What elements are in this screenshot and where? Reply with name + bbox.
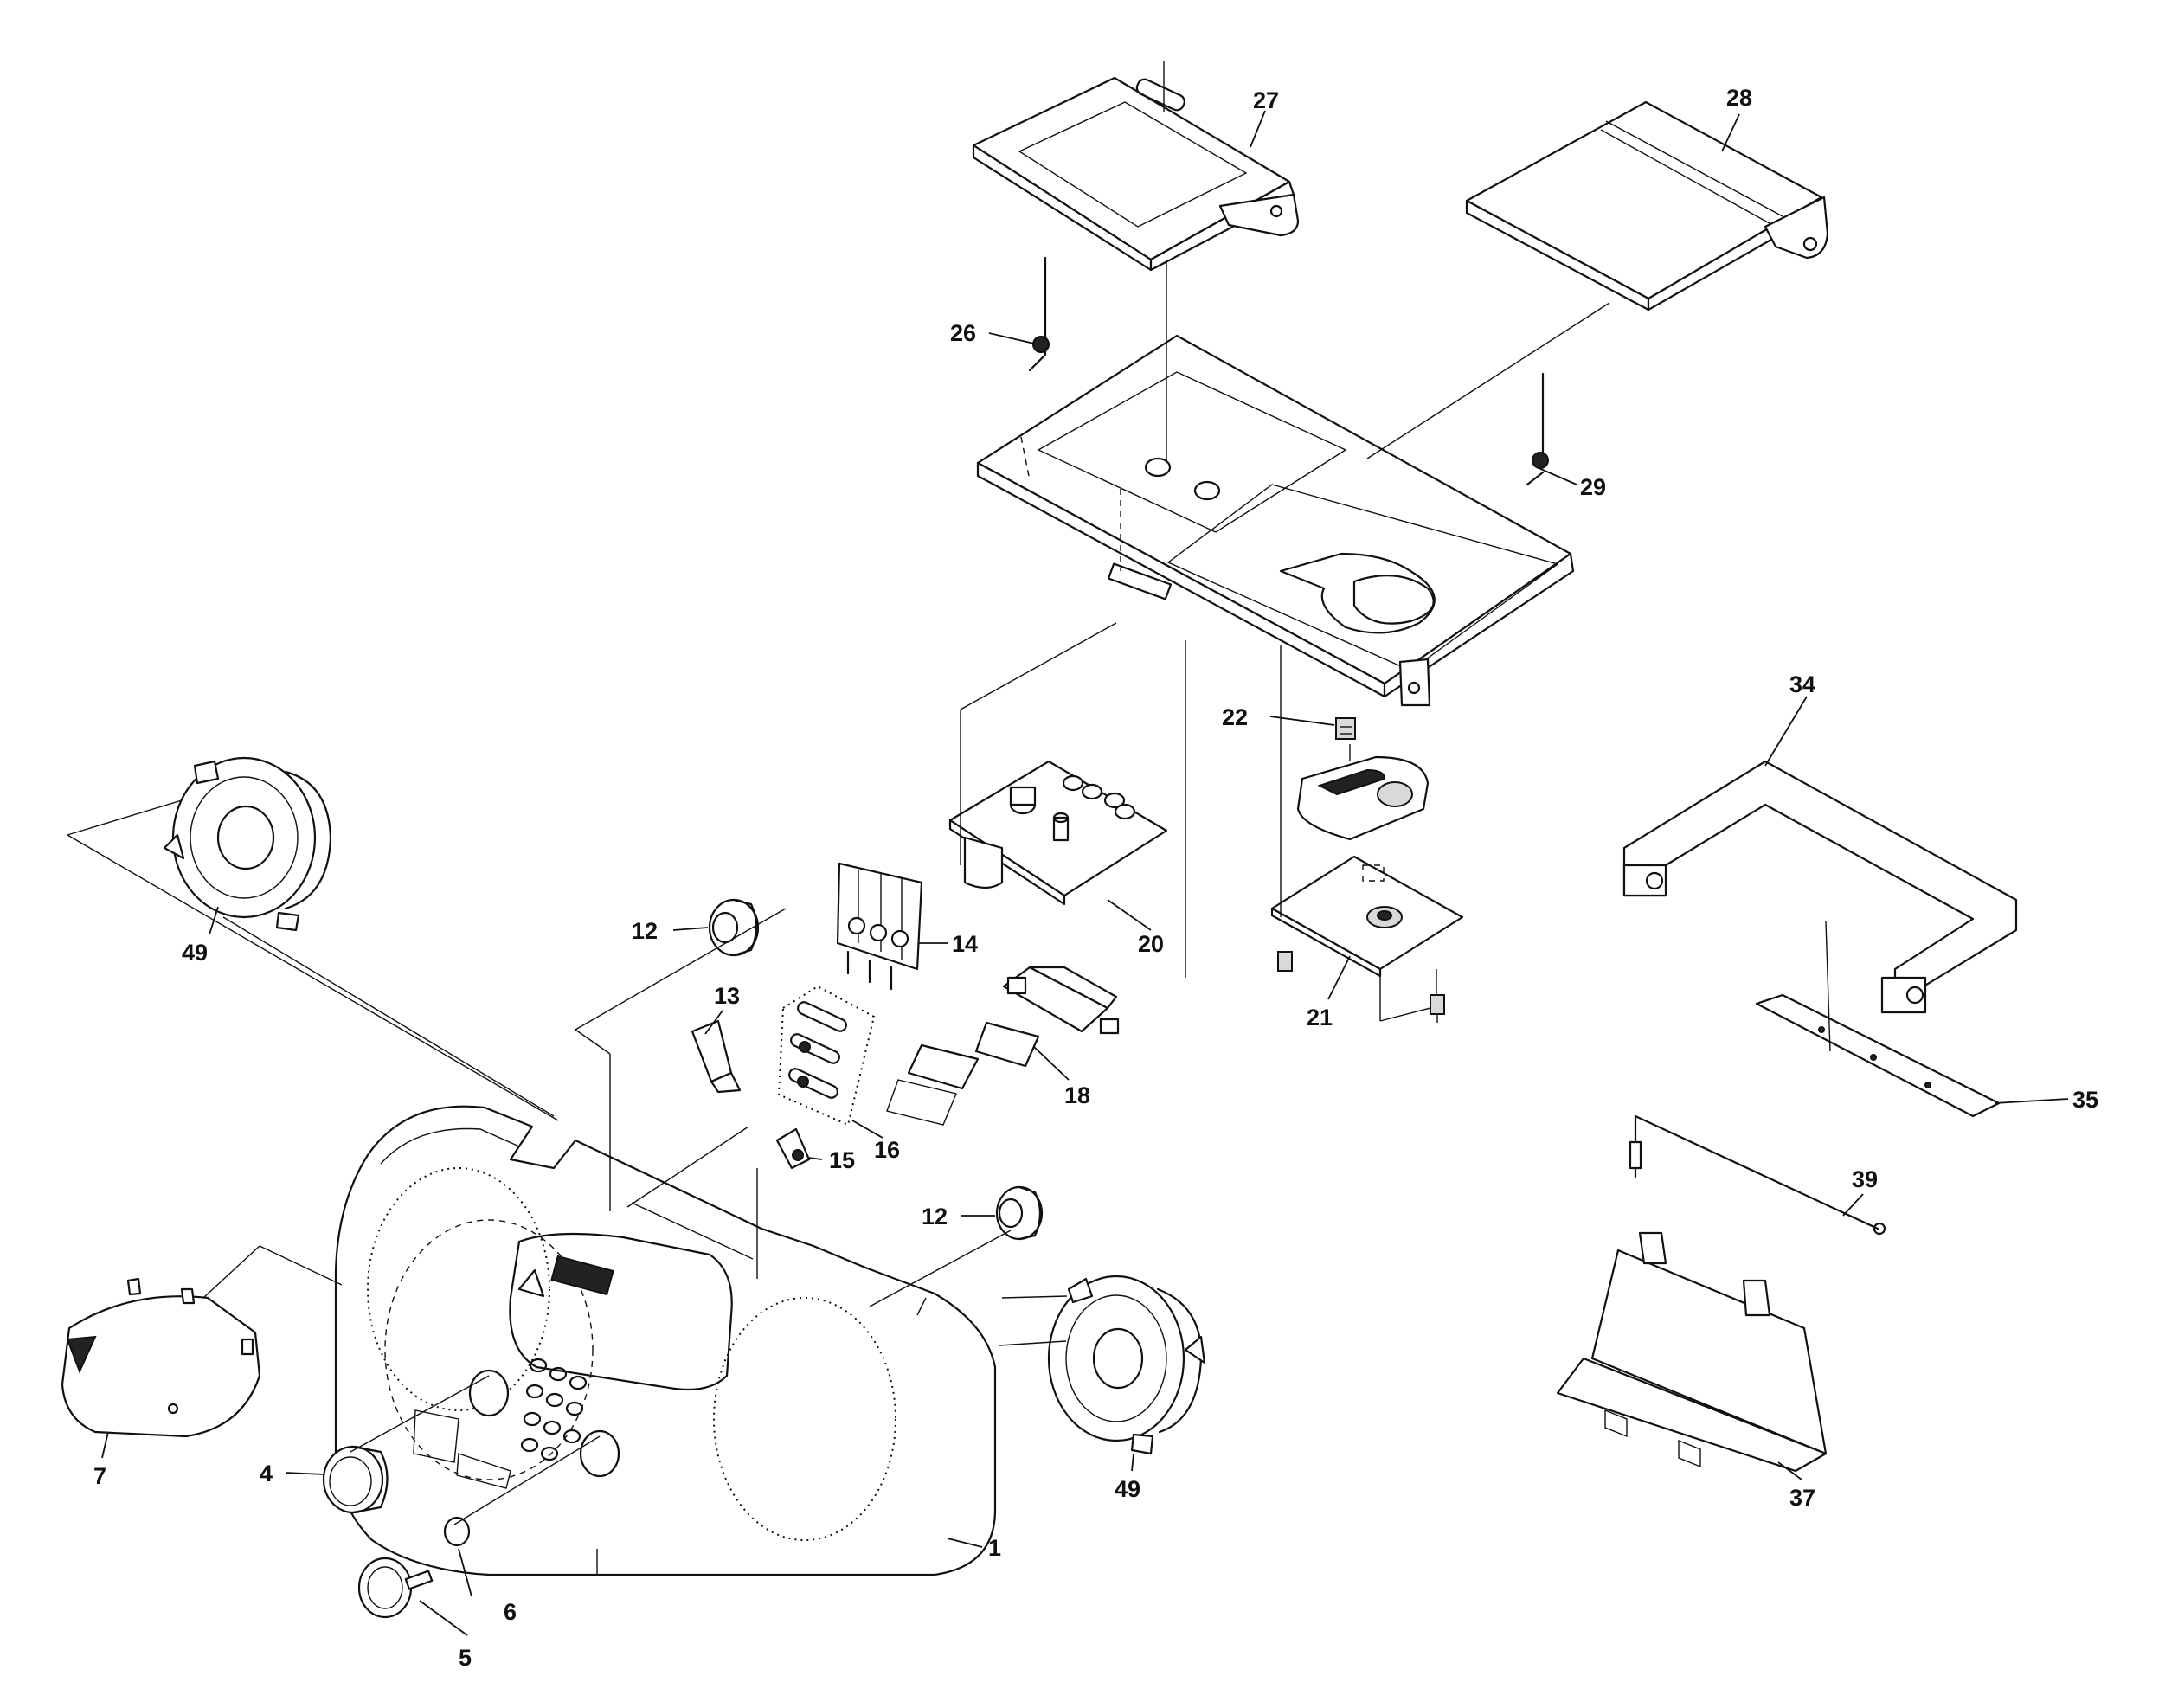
- callout-16: 16: [874, 1137, 900, 1163]
- leader-lines: [101, 110, 2069, 1636]
- part-7-grille: [61, 1277, 261, 1438]
- callout-5: 5: [459, 1645, 472, 1671]
- callout-20: 20: [1138, 931, 1164, 957]
- callout-15: 15: [829, 1147, 855, 1173]
- part-27-cassette-door: [972, 61, 1300, 272]
- part-21-pcb: [1270, 855, 1464, 1023]
- callout-22: 22: [1222, 704, 1248, 730]
- part-35-strip: [1755, 993, 2001, 1118]
- part-26-spring: [1028, 256, 1050, 372]
- part-12-knob-upper: [708, 898, 760, 957]
- motor-module: [1296, 755, 1430, 841]
- part-20-pcb: [948, 760, 1168, 906]
- callout-28: 28: [1726, 85, 1752, 111]
- part-28-cassette-door: [1465, 100, 1829, 311]
- button-grid: [520, 1358, 588, 1461]
- part-37-bracket: [1556, 1231, 1828, 1473]
- callout-29: 29: [1580, 474, 1606, 500]
- callout-14: 14: [952, 931, 978, 957]
- part-18-switch: [886, 966, 1120, 1126]
- part-34-handle: [1622, 760, 2018, 1014]
- callout-26: 26: [950, 320, 976, 346]
- callout-49-upper: 49: [182, 940, 208, 966]
- top-deck-housing: [976, 334, 1575, 707]
- part-4-knob: [322, 1445, 389, 1514]
- part-13-bracket: [691, 1019, 742, 1094]
- callout-1: 1: [988, 1535, 1001, 1561]
- part-49-speaker-upper: [163, 756, 332, 932]
- part-6-cap: [443, 1516, 471, 1547]
- callout-37: 37: [1789, 1485, 1815, 1511]
- part-39-rod: [1629, 1114, 1886, 1236]
- assembly-lines: [67, 260, 1831, 1525]
- callout-27: 27: [1253, 87, 1279, 113]
- callout-39: 39: [1852, 1166, 1878, 1192]
- callout-35: 35: [2072, 1087, 2098, 1113]
- callout-18: 18: [1064, 1082, 1090, 1108]
- part-12-knob-lower: [995, 1185, 1044, 1241]
- callout-6: 6: [504, 1599, 517, 1625]
- part-22-screw: [1335, 717, 1356, 740]
- callout-13: 13: [714, 983, 740, 1009]
- callout-34: 34: [1789, 671, 1815, 697]
- part-5-knob: [357, 1557, 434, 1619]
- callout-7: 7: [93, 1463, 106, 1489]
- part-1-main-cabinet: [334, 1105, 997, 1576]
- callout-49-lower: 49: [1115, 1476, 1140, 1502]
- callout-4: 4: [260, 1461, 273, 1486]
- part-15-clip: [775, 1127, 811, 1170]
- callout-12-upper: 12: [632, 918, 658, 944]
- callout-21: 21: [1307, 1005, 1333, 1031]
- callout-12-lower: 12: [922, 1204, 948, 1230]
- callout-labels: 1 4 5 6 7 12 12 13 14 15 16 18 20 21 22 …: [93, 85, 2098, 1671]
- part-49-speaker-lower: [1047, 1275, 1206, 1455]
- part-14-switch-block: [836, 862, 923, 991]
- part-16-connectors: [777, 985, 876, 1127]
